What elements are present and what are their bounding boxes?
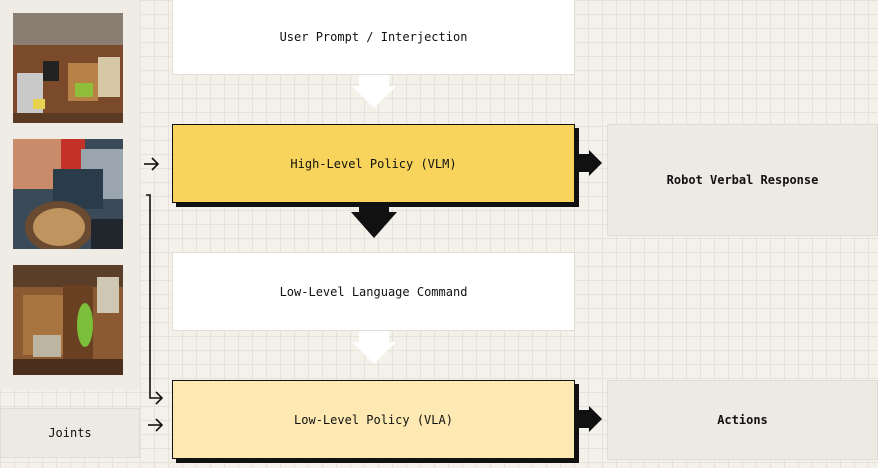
user-prompt-box: User Prompt / Interjection xyxy=(172,0,575,75)
arrow-camera-to-ll xyxy=(146,194,164,405)
arrow-hl-to-response xyxy=(577,150,602,176)
joints-label: Joints xyxy=(48,426,92,440)
camera-image-top xyxy=(13,13,123,123)
arrow-prompt-to-hl xyxy=(352,75,396,108)
actions-box: Actions xyxy=(607,380,878,460)
low-level-command-box: Low-Level Language Command xyxy=(172,252,575,331)
arrow-hl-to-command xyxy=(351,206,397,238)
low-level-policy-box: Low-Level Policy (VLA) xyxy=(172,380,575,459)
joints-box: Joints xyxy=(0,408,140,458)
arrow-command-to-ll xyxy=(352,331,396,364)
camera-image-middle xyxy=(13,139,123,249)
user-prompt-label: User Prompt / Interjection xyxy=(279,29,468,44)
arrow-ll-to-actions xyxy=(577,406,602,432)
arrow-camera-to-hl xyxy=(144,157,160,171)
camera-image-bottom xyxy=(13,265,123,375)
low-level-command-label: Low-Level Language Command xyxy=(279,284,468,299)
arrow-joints-to-ll xyxy=(148,418,164,432)
high-level-policy-box: High-Level Policy (VLM) xyxy=(172,124,575,203)
robot-verbal-response-label: Robot Verbal Response xyxy=(666,173,819,187)
actions-label: Actions xyxy=(717,413,768,427)
high-level-policy-label: High-Level Policy (VLM) xyxy=(290,156,457,171)
low-level-policy-label: Low-Level Policy (VLA) xyxy=(294,412,453,427)
